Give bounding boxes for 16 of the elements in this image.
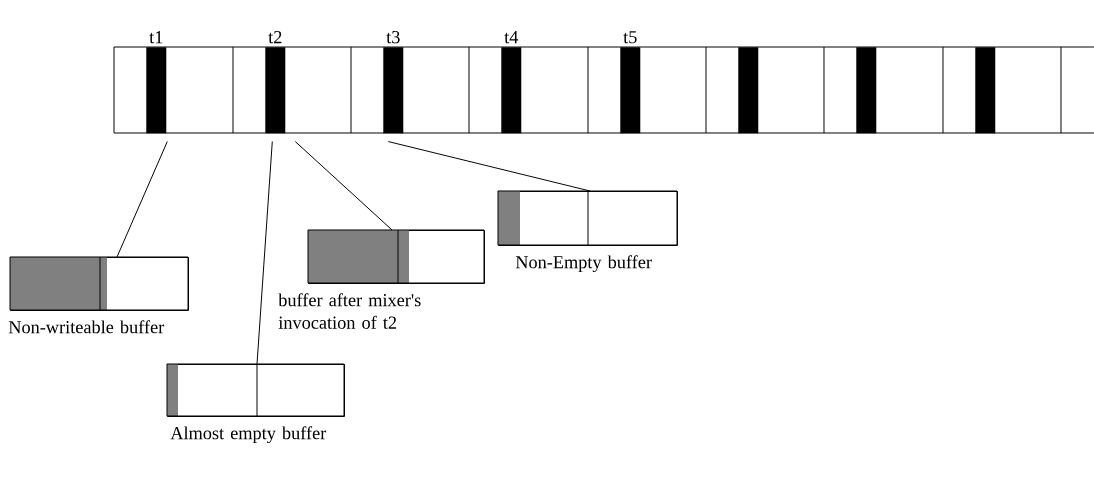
time-slot-bar — [738, 47, 759, 134]
time-label: t2 — [268, 31, 282, 44]
time-slot-bar — [856, 47, 877, 134]
buffer-caption: Non-Empty buffer — [515, 255, 652, 273]
leader-line — [387, 141, 591, 192]
leader-line — [256, 141, 273, 365]
leader-line — [294, 141, 393, 231]
buffer-caption: Almost empty buffer — [170, 426, 327, 444]
buffer-caption: Non-writeable buffer — [8, 320, 165, 334]
time-label: t1 — [149, 31, 163, 44]
time-label: t5 — [623, 31, 637, 44]
time-slot-bar — [975, 47, 996, 134]
time-label: t3 — [386, 31, 400, 44]
buffer-caption: buffer after mixer's invocation of t2 — [278, 293, 421, 329]
time-label: t4 — [504, 31, 519, 44]
leader-line — [116, 141, 168, 258]
